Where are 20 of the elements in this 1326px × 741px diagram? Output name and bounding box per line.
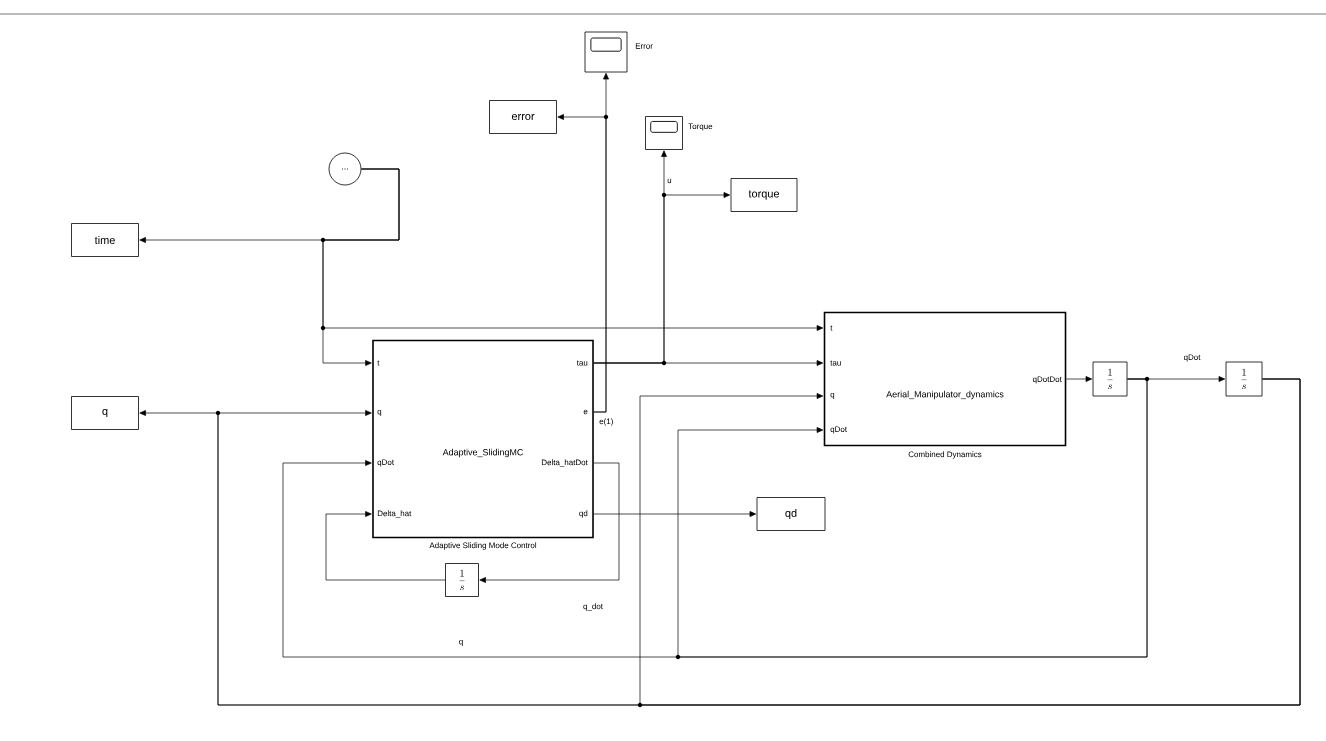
- arrow: [593, 511, 757, 517]
- arrow: [325, 511, 446, 581]
- arrow: [639, 378, 1301, 706]
- goto-block: q: [71, 396, 139, 430]
- arrow: [322, 168, 824, 331]
- integrator-block: $\frac{1}{s}$: [1092, 361, 1128, 397]
- arrow: [677, 378, 1148, 658]
- scope-block: [584, 31, 653, 73]
- goto-block: time: [71, 223, 139, 257]
- integrator-block: $\frac{1}{s}$: [445, 563, 479, 597]
- integrator-block: $\frac{1}{s}$: [1225, 361, 1263, 397]
- clock-block: ...: [328, 152, 362, 186]
- arrow: [593, 192, 731, 364]
- goto-block: qd: [756, 497, 826, 531]
- arrow: [479, 462, 620, 583]
- goto-block: error: [489, 100, 557, 134]
- scope-block: [645, 116, 713, 150]
- arrow: [557, 114, 607, 413]
- arrow: [1065, 376, 1093, 382]
- goto-block: torque: [730, 178, 798, 212]
